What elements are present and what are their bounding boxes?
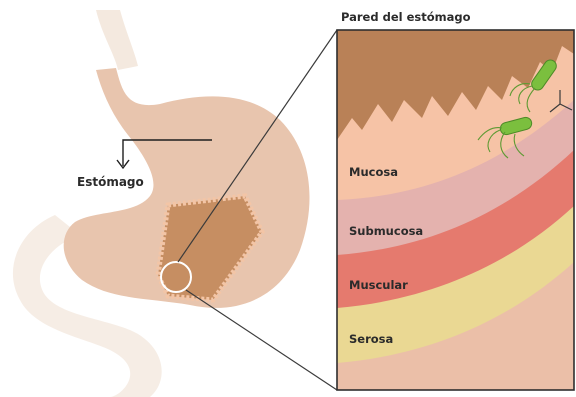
intestine-outline bbox=[12, 215, 162, 397]
organ-label: Estómago bbox=[77, 175, 144, 189]
layer-label-submucosa: Submucosa bbox=[349, 224, 423, 238]
panel-title: Pared del estómago bbox=[341, 10, 471, 24]
bacteria-top bbox=[509, 59, 557, 113]
antibody-marker bbox=[549, 90, 573, 113]
layer-label-serosa: Serosa bbox=[349, 332, 393, 346]
wall-panel bbox=[337, 30, 574, 390]
zoom-line-top bbox=[177, 29, 338, 263]
esophagus-upper bbox=[96, 10, 138, 70]
layer-label-mucosa: Mucosa bbox=[349, 165, 398, 179]
bacteria-bottom bbox=[477, 116, 533, 159]
stomach-interior bbox=[155, 193, 265, 303]
organ-pointer-arrowhead bbox=[116, 159, 130, 170]
layer-label-muscular: Muscular bbox=[349, 278, 408, 292]
organ-pointer-line bbox=[122, 139, 212, 166]
panel-border bbox=[336, 29, 575, 391]
mucosa-lumen bbox=[337, 30, 574, 140]
zoom-line-bottom bbox=[185, 289, 338, 391]
zoom-circle bbox=[160, 261, 192, 293]
